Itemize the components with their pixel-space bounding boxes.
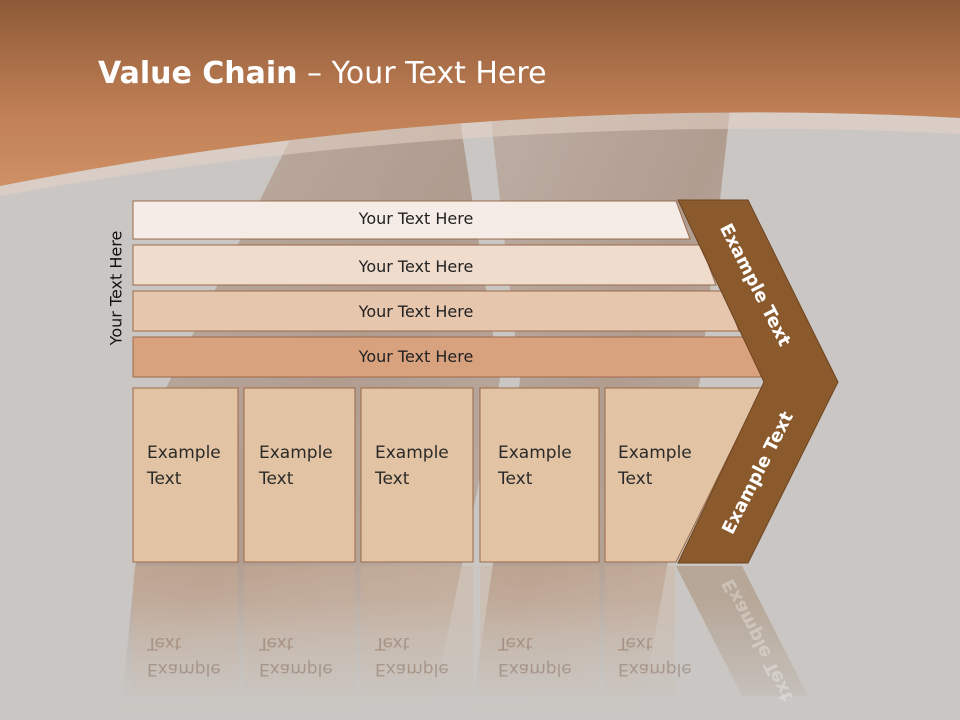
row-shape-2 xyxy=(132,244,717,286)
title-bold: Value Chain xyxy=(98,56,298,91)
row-label-4: Your Text Here xyxy=(358,347,474,366)
title-rest: – Your Text Here xyxy=(297,56,547,91)
chevron-arrow xyxy=(677,199,839,564)
box-shape-3 xyxy=(360,387,474,563)
row-label-2: Your Text Here xyxy=(358,257,474,276)
box-shape-2 xyxy=(243,387,356,563)
row-label-1: Your Text Here xyxy=(358,209,474,228)
row-shape-3 xyxy=(132,290,740,332)
box-shape-4 xyxy=(479,387,600,563)
header-curve-highlight xyxy=(0,112,960,196)
box-shape-1 xyxy=(132,387,239,563)
box-shape-5 xyxy=(604,387,763,563)
page-title: Value Chain – Your Text Here xyxy=(98,56,547,91)
row-shape-1 xyxy=(132,200,691,240)
header-band xyxy=(0,0,960,186)
vertical-label: Your Text Here xyxy=(106,230,126,346)
row-label-3: Your Text Here xyxy=(358,302,474,321)
